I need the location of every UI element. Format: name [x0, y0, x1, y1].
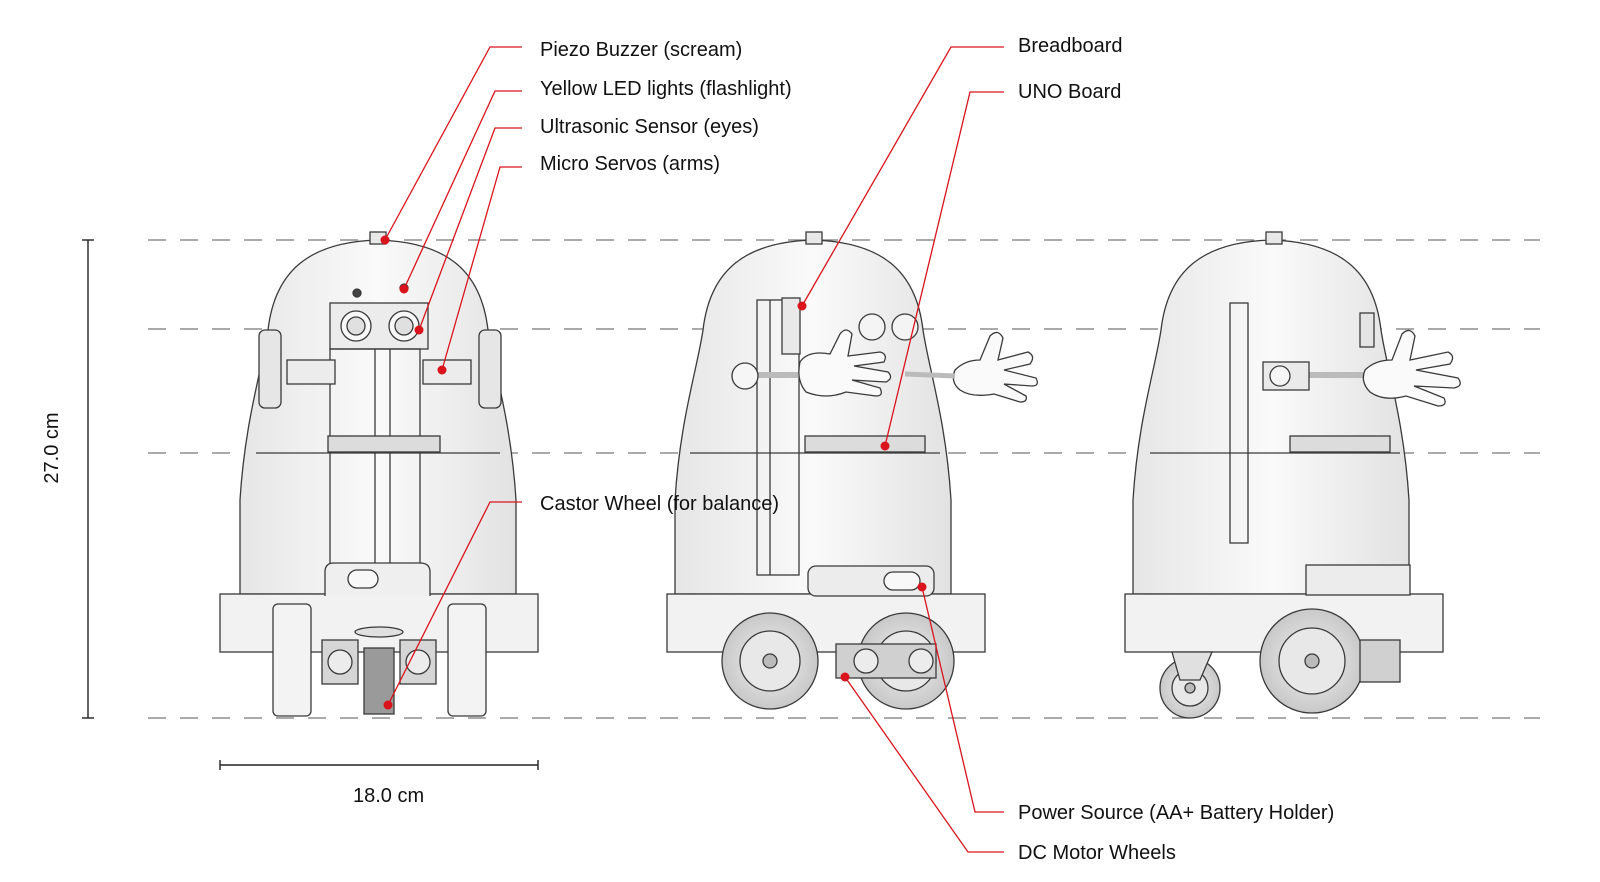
front-left-wheel — [272, 603, 312, 717]
leader-castor — [387, 501, 522, 706]
back-uno-board — [1289, 435, 1391, 453]
leader-dc-motor — [844, 676, 1004, 853]
leader-servos — [441, 166, 522, 371]
leader-breadboard — [801, 46, 1004, 307]
front-uno-board — [327, 435, 441, 453]
label-yellow-led: Yellow LED lights (flashlight) — [540, 78, 792, 100]
label-breadboard: Breadboard — [1018, 35, 1123, 57]
front-body-shell — [239, 239, 517, 595]
dot-power — [917, 582, 927, 592]
dot-piezo — [380, 235, 390, 245]
robot-back-view — [1124, 231, 1461, 719]
leader-lines — [384, 46, 1004, 853]
leader-power — [921, 586, 1004, 813]
front-left-side-wheel — [258, 329, 282, 409]
dot-ultrasonic — [414, 325, 424, 335]
side-far-hand — [952, 331, 1038, 403]
back-hand — [1362, 329, 1461, 407]
front-right-side-wheel — [478, 329, 502, 409]
leader-ultrasonic — [418, 127, 522, 331]
front-right-wheel — [447, 603, 487, 717]
side-near-hand — [798, 329, 892, 397]
leader-uno — [884, 91, 1004, 447]
back-body-shell — [1132, 239, 1410, 595]
front-base — [219, 593, 539, 653]
width-dimension-label: 18.0 cm — [353, 785, 425, 807]
dot-dc-motor — [840, 672, 850, 682]
leader-piezo — [384, 46, 522, 241]
dot-castor — [383, 700, 393, 710]
robot-side-view — [666, 231, 1038, 710]
height-dimension — [82, 239, 94, 719]
side-breadboard — [781, 297, 801, 355]
label-power-source: Power Source (AA+ Battery Holder) — [1018, 802, 1335, 824]
side-uno-board — [804, 435, 926, 453]
leader-led — [403, 90, 522, 290]
label-ultrasonic-sensor: Ultrasonic Sensor (eyes) — [540, 116, 759, 138]
label-dc-motor-wheels: DC Motor Wheels — [1018, 842, 1176, 864]
label-castor-wheel: Castor Wheel (for balance) — [540, 493, 779, 515]
leader-dots — [380, 235, 927, 710]
side-body-shell — [674, 239, 952, 595]
height-dimension-label: 27.0 cm — [41, 412, 63, 484]
width-dimension — [219, 760, 539, 770]
label-micro-servos: Micro Servos (arms) — [540, 153, 721, 175]
robot-front-view — [219, 231, 539, 717]
dot-servos — [437, 365, 447, 375]
back-battery-holder — [1305, 564, 1411, 596]
label-piezo-buzzer: Piezo Buzzer (scream) — [540, 39, 743, 61]
dot-led — [399, 284, 409, 294]
label-uno-board: UNO Board — [1018, 81, 1122, 103]
dot-breadboard — [797, 301, 807, 311]
dot-uno — [880, 441, 890, 451]
